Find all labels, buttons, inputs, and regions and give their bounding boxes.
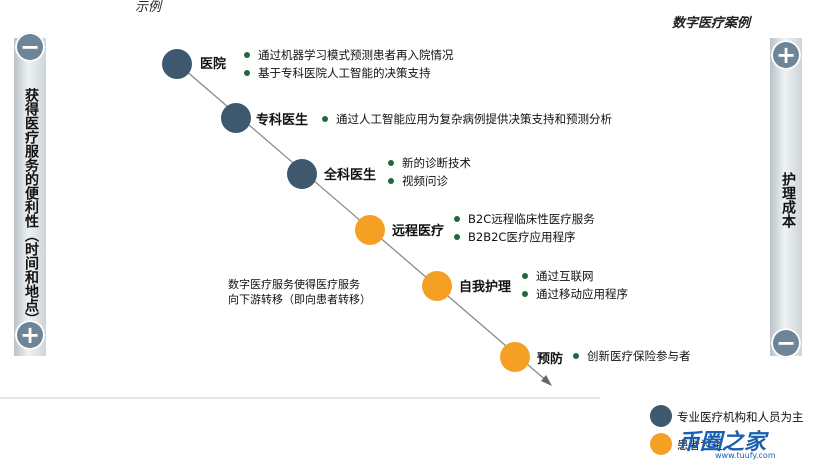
bullet-hospital-1: 通过机器学习模式预测患者再入院情况 (244, 47, 454, 63)
node-telemedicine (355, 215, 385, 245)
watermark-url: www.tuufy.com (715, 451, 776, 460)
bullet-dot-icon (322, 116, 328, 122)
bullet-dot-icon (454, 216, 460, 222)
plus-icon: + (15, 320, 45, 350)
node-specialist (221, 103, 251, 133)
bullet-self-care-2: 通过移动应用程序 (522, 286, 628, 302)
legend-dot-professional (650, 405, 672, 427)
node-self-care (422, 271, 452, 301)
node-prevention (500, 342, 530, 372)
right-axis-label: 护理成本 (780, 172, 796, 228)
node-hospital (162, 49, 192, 79)
legend-dot-patient (650, 433, 672, 455)
header-left-fragment: 示例 (135, 0, 162, 15)
right-axis-bar (770, 38, 802, 356)
bullet-prevention-1: 创新医疗保险参与者 (573, 348, 691, 364)
legend-label-professional: 专业医疗机构和人员为主 (677, 410, 804, 424)
node-label-prevention: 预防 (537, 352, 564, 367)
bullet-dot-icon (388, 160, 394, 166)
bullet-gp-2: 视频问诊 (388, 173, 448, 189)
bullet-self-care-1: 通过互联网 (522, 268, 594, 284)
bullet-dot-icon (388, 178, 394, 184)
bullet-dot-icon (522, 291, 528, 297)
node-label-self-care: 自我护理 (459, 280, 512, 295)
bullet-dot-icon (244, 70, 250, 76)
diagram-title: 数字医疗案例 (672, 16, 751, 31)
minus-icon: − (15, 32, 45, 62)
legend-label-patient: 患者为主 (677, 438, 723, 452)
bullet-specialist-1: 通过人工智能应用为复杂病例提供决策支持和预测分析 (322, 111, 612, 127)
bullet-dot-icon (522, 273, 528, 279)
arrow-head-icon (541, 375, 552, 386)
shift-note: 数字医疗服务使得医疗服务向下游转移（即向患者转移） (228, 278, 371, 306)
bullet-telemedicine-2: B2B2C医疗应用程序 (454, 229, 575, 245)
bullet-dot-icon (454, 234, 460, 240)
bullet-hospital-2: 基于专科医院人工智能的决策支持 (244, 65, 431, 81)
node-label-hospital: 医院 (200, 57, 227, 72)
node-label-telemedicine: 远程医疗 (392, 224, 445, 239)
bullet-telemedicine-1: B2C远程临床性医疗服务 (454, 211, 595, 227)
bullet-dot-icon (573, 353, 579, 359)
minus-icon: − (771, 328, 801, 358)
node-label-gp: 全科医生 (324, 168, 377, 183)
left-axis-bar (14, 38, 46, 356)
left-axis-label: 获得医疗服务的便利性（时间和地点） (23, 88, 39, 326)
watermark-brand: 币圈之家 (678, 430, 767, 455)
bullet-gp-1: 新的诊断技术 (388, 155, 471, 171)
bullet-dot-icon (244, 52, 250, 58)
node-gp (287, 159, 317, 189)
node-label-specialist: 专科医生 (256, 113, 309, 128)
plus-icon: + (771, 40, 801, 70)
